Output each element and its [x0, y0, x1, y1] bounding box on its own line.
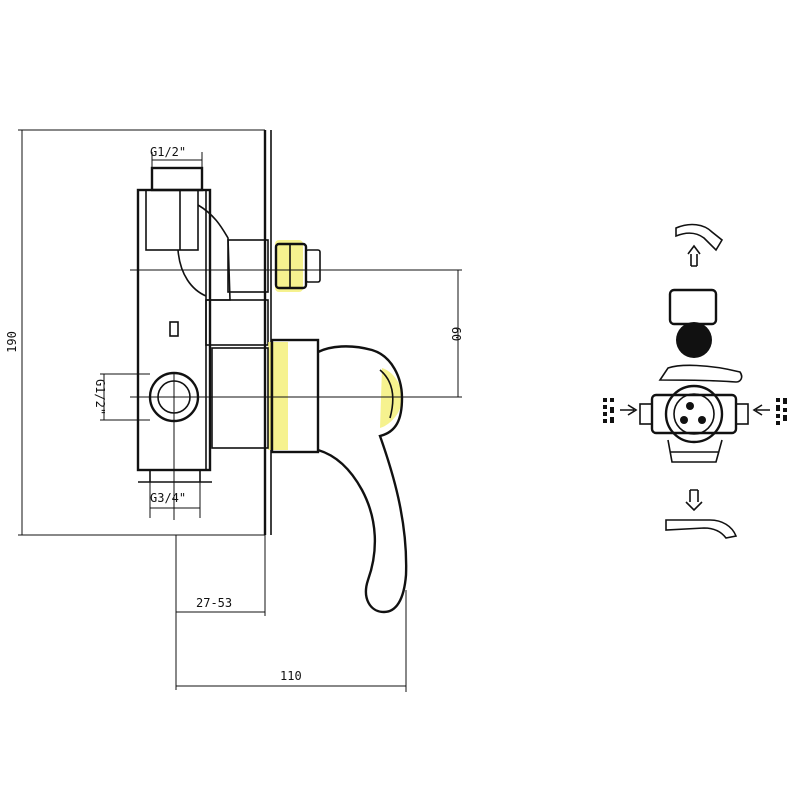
plate-depth-dimension: 27-53: [175, 535, 266, 690]
diverter-stem: [227, 239, 321, 293]
spacing-dimension: 60: [449, 270, 463, 397]
total-depth-label: 110: [280, 669, 302, 683]
height-dimension: 190: [5, 129, 265, 536]
total-depth-dimension: 110: [176, 590, 407, 692]
lever-handle: [211, 338, 408, 614]
bottom-outlet-label: G3/4": [150, 491, 186, 505]
side-inlet-label: G1/2": [93, 379, 107, 415]
spout-icon: [665, 519, 738, 539]
cover-plate: [263, 130, 272, 535]
diverter-body: [658, 288, 743, 383]
spacing-dimension-label: 60: [449, 327, 463, 341]
side-view: 190: [5, 129, 463, 692]
left-supply-mark: [603, 398, 614, 423]
valve-body: [136, 166, 269, 483]
height-dimension-label: 190: [5, 331, 19, 353]
arrow-left-icon: [752, 404, 770, 416]
arrow-right-icon: [620, 404, 638, 416]
shower-head-icon: [675, 223, 724, 252]
top-inlet-label: G1/2": [150, 145, 186, 159]
cartridge-body: [639, 384, 749, 463]
arrow-down-icon: [685, 489, 703, 512]
arrow-up-icon: [687, 244, 701, 267]
top-inlet-callout: G1/2": [150, 145, 203, 168]
side-inlet-callout: G1/2": [93, 373, 150, 421]
centre-lines: [130, 269, 462, 520]
plate-depth-label: 27-53: [196, 596, 232, 610]
bottom-outlet-callout: G3/4": [149, 482, 201, 518]
front-view: [603, 223, 787, 539]
right-supply-mark: [776, 398, 787, 425]
